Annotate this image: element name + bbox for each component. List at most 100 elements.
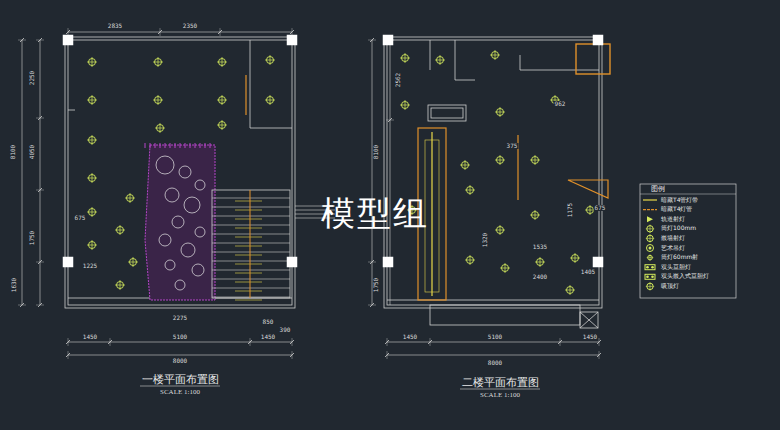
plan-line [200,143,201,148]
legend-sample [647,216,653,222]
lamp-symbol [115,225,125,235]
plan-line [520,70,599,71]
plan-line [18,40,26,41]
plan-line [36,118,44,119]
scale-note: SCALE 1:100 [159,389,201,396]
plan-line [212,252,290,253]
plan-line [387,342,599,343]
plan-line [36,305,44,306]
dimension-text: 5100 [172,334,188,340]
plan-line [235,291,262,292]
plan-line [431,132,432,296]
dimension-text: 5100 [487,334,503,340]
pendant-ring [179,166,191,178]
lamp-symbol [125,193,135,203]
lamp-symbol [87,95,97,105]
plan-line [212,243,290,244]
plan-rect [68,40,292,305]
dimension-text: 1535 [532,244,548,250]
lamp-symbol [400,100,410,110]
plan-rect [212,190,290,298]
dimension-text: 1450 [260,334,276,340]
plan-line [235,264,262,265]
plan-rect [383,35,393,45]
dimension-text: 850 [262,319,275,325]
plan-line [235,282,262,283]
plan-rect [580,312,598,328]
lamp-symbol [570,253,580,263]
plan-line [250,190,251,298]
legend-text: 轨道射灯 [661,216,685,222]
plan-rect [593,257,603,267]
plan-line [165,143,166,148]
dimension-text: 2400 [532,274,548,280]
plan-line [430,338,431,346]
plan-line [68,351,69,359]
plan-line [180,143,181,148]
plan-line [599,338,600,346]
lamp-symbol [217,57,227,67]
dimension-text: 1750 [29,230,35,246]
plan-line [235,237,262,238]
plan-line [40,40,41,305]
plan-line [235,246,262,247]
plan-line [455,80,475,81]
lamp-symbol [400,53,410,63]
legend-text: 嵌墙射灯 [661,235,685,241]
legend-samples [643,200,657,291]
plan-rect [63,35,73,45]
plan-line [250,40,251,128]
plan-line [212,198,290,199]
lamp-symbol [87,135,97,145]
pendant-ring [172,216,184,228]
lamp-symbol [155,123,165,133]
dimension-text: 1320 [482,232,488,248]
plan-rect [65,37,295,308]
scale-note: SCALE 1:100 [479,392,521,399]
plan-line [18,305,26,306]
plan-rect [576,44,610,74]
plan-rect [428,105,466,121]
legend-text: 暗藏T4灯管 [661,206,692,212]
lamp-symbol [115,280,125,290]
plan-line [212,297,290,298]
legend-text: 暗藏T4管灯带 [661,197,698,203]
plan-line [212,234,290,235]
plan-line [22,40,23,305]
pendant-ring [195,180,205,190]
lamp-symbol [530,155,540,165]
dimension-text: 1405 [580,269,596,275]
plan-rect [383,257,393,267]
plan-line [235,219,262,220]
dimension-text: 8100 [10,144,16,160]
dimension-text: 1630 [11,277,17,293]
plan-line [68,355,292,356]
legend-sample [645,274,655,279]
lamp-symbol [465,185,475,195]
plan-line [235,228,262,229]
plan-line [205,143,206,148]
dimension-text: 2350 [182,23,198,29]
plan-line [292,351,293,359]
lamp-symbol [465,255,475,265]
plan-line [387,351,388,359]
plan-line [212,225,290,226]
legend-text: 筒灯60mm射 [661,254,698,260]
plan-line [520,55,521,70]
legend-text: 艺术吊灯 [661,245,685,251]
plan-line [68,32,292,33]
lamp-symbol [87,240,97,250]
watermark: 模型组 [320,196,430,230]
dimension-text: 8000 [172,358,188,364]
plan-rect [430,305,580,325]
plan-line [245,75,246,115]
legend-sample [645,265,655,270]
plan-line [140,386,220,387]
plan-line [212,261,290,262]
plan-line [195,143,196,148]
plan-line [212,207,290,208]
pendant-ring [181,243,195,257]
dimension-text: 8000 [487,360,503,366]
plan-line [580,312,598,328]
plan-line [212,216,290,217]
